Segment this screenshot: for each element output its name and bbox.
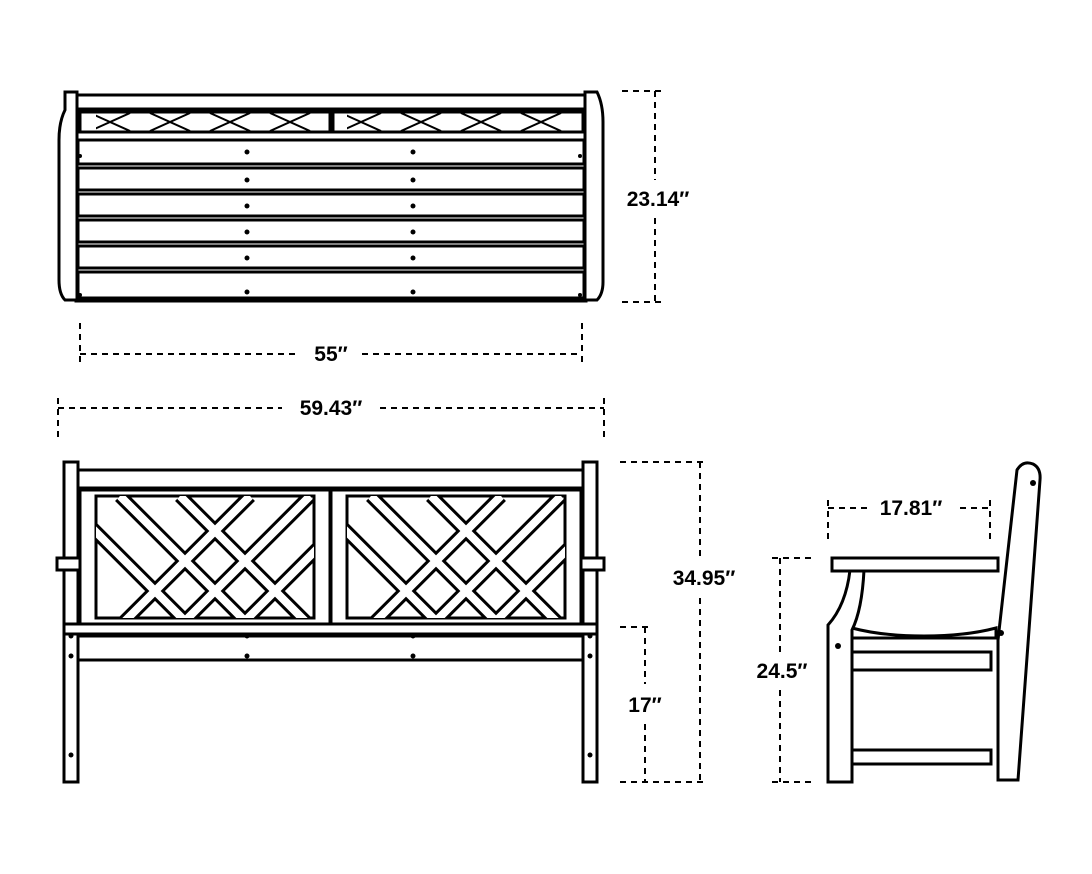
dimension-label: 59.43″ [300, 397, 363, 420]
top-view [57, 90, 605, 303]
dimension-seat-height: 17″ [620, 626, 662, 782]
dimension-label: 24.5″ [757, 660, 808, 683]
dimension-label: 23.14″ [627, 188, 690, 211]
dimension-seat-width: 55″ [79, 323, 583, 366]
dimension-label: 34.95″ [673, 567, 736, 590]
dimension-arm-height: 24.5″ [757, 557, 812, 783]
seat-slats [76, 138, 586, 300]
dimension-arm-depth: 17.81″ [827, 497, 991, 540]
dimension-label: 55″ [314, 343, 347, 366]
side-view [826, 461, 1042, 784]
left-arm [57, 90, 79, 302]
front-view [55, 460, 606, 784]
dimension-overall-height: 34.95″ [620, 461, 736, 783]
dimension-label: 17.81″ [880, 497, 943, 520]
dimension-label: 17″ [628, 694, 661, 717]
right-arm [583, 90, 605, 302]
dimension-overall-width: 59.43″ [57, 397, 605, 440]
dimension-top-depth: 23.14″ [622, 90, 690, 303]
